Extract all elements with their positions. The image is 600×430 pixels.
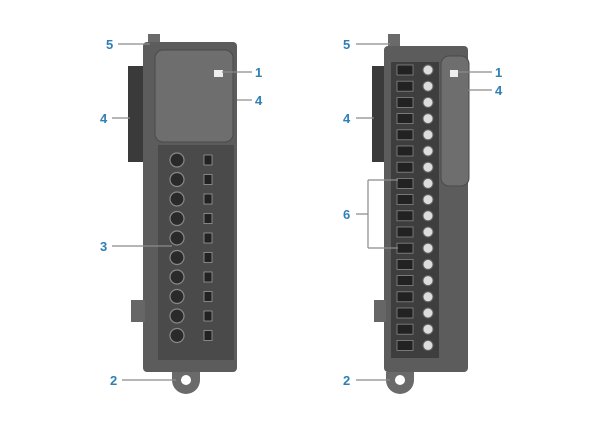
terminal-socket [203,193,213,205]
terminal-socket [396,113,414,124]
terminal-screw [422,145,434,157]
top-tab [388,34,400,48]
terminal-socket [203,330,213,341]
callout-4: 4 [255,93,263,108]
terminal-socket [203,252,213,263]
terminal-screw [169,230,185,246]
terminal-socket [396,323,414,335]
terminal-screw [422,129,434,141]
terminal-screw [422,210,434,222]
terminal-screw [422,113,434,125]
terminal-screw [169,288,185,305]
terminal-screw [422,258,434,270]
side-latch [131,300,145,322]
front-cover [154,49,234,143]
terminal-screw [169,308,185,324]
terminal-socket [396,145,414,157]
terminal-socket [396,291,414,303]
terminal-screw [422,275,434,287]
terminal-socket [203,213,213,224]
terminal-screw [169,327,185,344]
terminal-screw [422,323,434,335]
terminal-socket [203,291,213,302]
callout-1: 1 [255,65,262,80]
terminal-block [158,145,234,360]
terminal-screw [169,269,185,285]
terminal-socket [396,161,414,173]
terminal-screw [169,171,185,188]
terminal-screw [169,191,185,207]
terminal-screw [169,152,185,168]
terminal-rows [169,152,213,344]
terminal-socket [396,194,414,206]
terminal-screw [422,226,434,238]
status-led [214,70,223,77]
terminal-socket [396,275,414,287]
terminal-screw [422,194,434,206]
terminal-screw [422,161,434,173]
terminal-screw [169,249,185,266]
terminal-socket [396,258,414,270]
front-cover [440,55,470,187]
callout-5: 5 [343,37,350,52]
side-latch [374,300,386,322]
terminal-socket [396,80,414,92]
terminal-socket [203,271,213,283]
callout-1: 1 [495,65,502,80]
callout-4: 4 [343,111,351,126]
callout-6: 6 [343,207,350,222]
terminal-socket [396,307,414,319]
terminal-socket [203,232,213,244]
right-module [372,34,470,394]
callout-4: 4 [100,111,108,126]
terminal-socket [203,310,213,322]
terminal-screw [422,96,434,108]
terminal-socket [203,154,213,166]
side-connector [128,66,146,162]
terminal-screw [422,307,434,319]
terminal-screw [422,242,434,254]
terminal-socket [396,339,414,351]
terminal-screw [169,210,185,227]
callout-3: 3 [100,239,107,254]
left-module [128,34,237,394]
callout-5: 5 [106,37,113,52]
terminal-socket [396,129,414,141]
terminal-screw [422,177,434,189]
callout-2: 2 [343,373,350,388]
terminal-socket [203,174,213,185]
terminal-socket [396,210,414,222]
callout-2: 2 [110,373,117,388]
terminal-socket [396,64,414,76]
terminal-screw [422,80,434,92]
terminal-socket [396,242,414,254]
terminal-rows [396,64,434,351]
terminal-socket [396,97,414,108]
terminal-screw [422,64,434,76]
terminal-socket [396,226,414,238]
status-led [450,70,458,77]
terminal-socket [396,177,414,189]
terminal-screw [422,291,434,303]
terminal-screw [422,339,434,351]
callout-4: 4 [495,83,503,98]
